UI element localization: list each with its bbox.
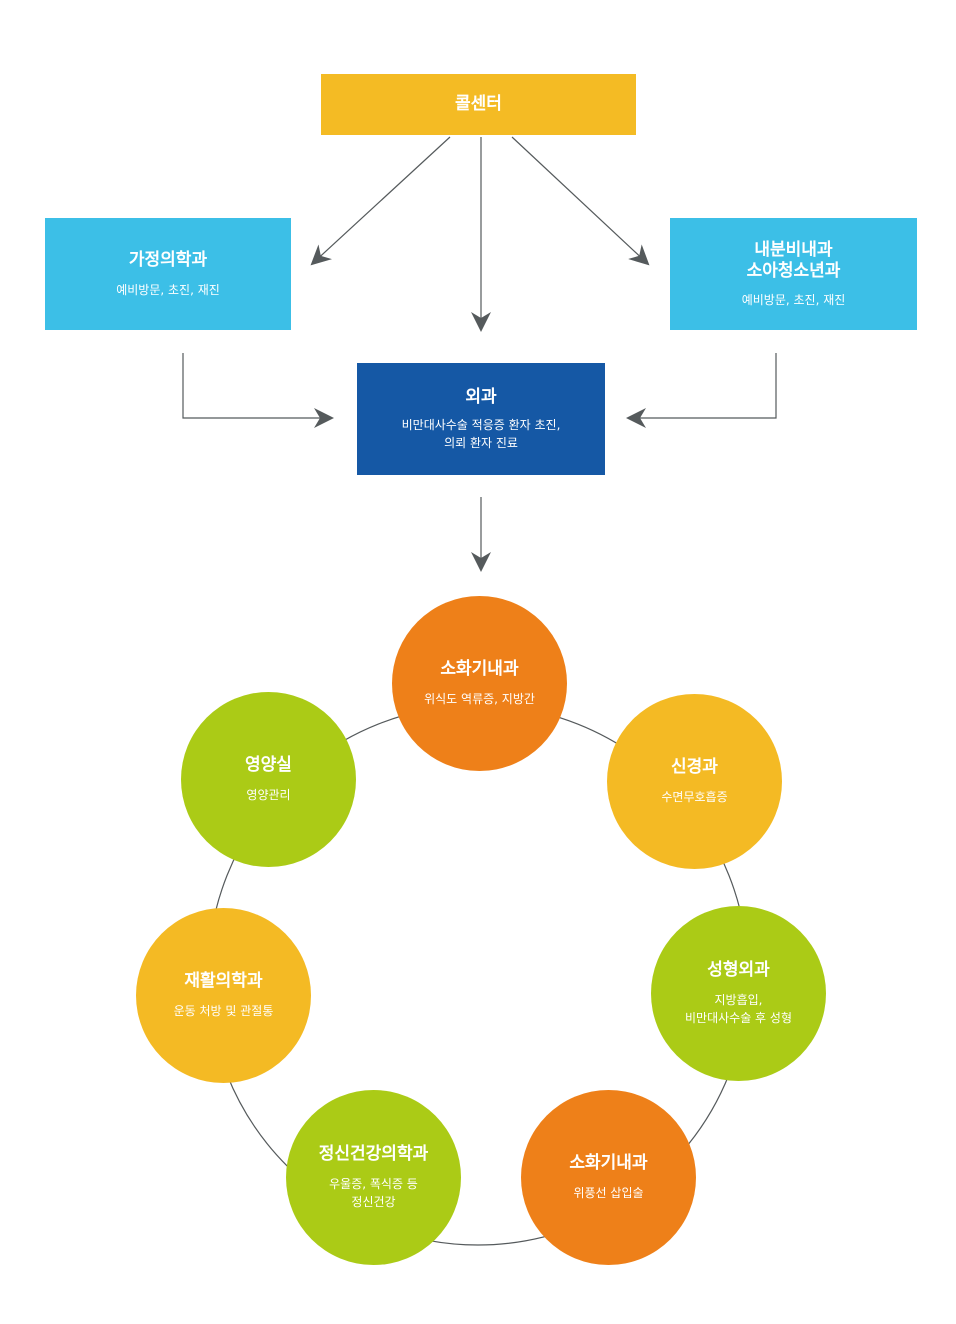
pediatrics-title: 소아청소년과 xyxy=(746,260,841,281)
cycle-node-services: 우울증, 폭식증 등 정신건강 xyxy=(329,1175,418,1211)
cycle-node-psychiatry: 정신건강의학과 우울증, 폭식증 등 정신건강 xyxy=(286,1090,461,1265)
surgery-box: 외과 비만대사수술 적응증 환자 초진, 의뢰 환자 진료 xyxy=(357,363,605,475)
family-medicine-title: 가정의학과 xyxy=(128,249,208,270)
arrow-callcenter-to-endo xyxy=(511,136,650,266)
cycle-node-services: 지방흡입, 비만대사수술 후 성형 xyxy=(685,991,792,1027)
cycle-node-services-line-2: 정신건강 xyxy=(351,1195,396,1209)
cycle-node-services: 운동 처방 및 관절통 xyxy=(174,1002,274,1020)
endocrinology-title: 내분비내과 xyxy=(754,239,833,260)
cycle-node-nutrition: 영양실 영양관리 xyxy=(181,692,356,867)
cycle-node-services-line-1: 영양관리 xyxy=(246,788,291,802)
surgery-services-line-2: 의뢰 환자 진료 xyxy=(444,435,518,450)
cycle-node-services-line-1: 운동 처방 및 관절통 xyxy=(173,1004,274,1018)
family-medicine-box: 가정의학과 예비방문, 초진, 재진 xyxy=(45,218,291,330)
cycle-node-neurology: 신경과 수면무호흡증 xyxy=(607,694,782,869)
cycle-node-services-line-1: 우울증, 폭식증 등 xyxy=(329,1177,418,1191)
cycle-node-services-line-1: 지방흡입, xyxy=(714,993,763,1007)
cycle-node-services: 위풍선 삽입술 xyxy=(573,1184,643,1202)
cycle-node-title: 소화기내과 xyxy=(440,659,519,679)
arrow-family-to-surgery xyxy=(182,353,334,428)
arrow-endo-to-surgery xyxy=(626,353,777,428)
cycle-node-services: 수면무호흡증 xyxy=(661,788,727,806)
callcenter-box: 콜센터 xyxy=(321,74,636,135)
cycle-node-services-line-1: 수면무호흡증 xyxy=(661,790,728,804)
cycle-node-title: 신경과 xyxy=(671,757,718,777)
cycle-node-gastroenterology-bottom: 소화기내과 위풍선 삽입술 xyxy=(521,1090,696,1265)
cycle-node-title: 성형외과 xyxy=(707,960,770,980)
arrow-callcenter-to-family xyxy=(310,136,451,266)
cycle-node-title: 영양실 xyxy=(245,755,292,775)
family-medicine-services: 예비방문, 초진, 재진 xyxy=(116,282,220,297)
cycle-node-services: 위식도 역류증, 지방간 xyxy=(424,690,535,708)
cycle-node-rehabilitation: 재활의학과 운동 처방 및 관절통 xyxy=(136,908,311,1083)
surgery-services: 비만대사수술 적응증 환자 초진, 의뢰 환자 진료 xyxy=(402,416,561,452)
cycle-node-services-line-1: 위풍선 삽입술 xyxy=(573,1186,644,1200)
cycle-node-title: 정신건강의학과 xyxy=(318,1144,429,1164)
cycle-node-title: 재활의학과 xyxy=(184,971,263,991)
cycle-node-title: 소화기내과 xyxy=(569,1153,648,1173)
callcenter-title: 콜센터 xyxy=(455,94,502,114)
cycle-node-plastic-surgery: 성형외과 지방흡입, 비만대사수술 후 성형 xyxy=(651,906,826,1081)
cycle-node-services-line-2: 비만대사수술 후 성형 xyxy=(685,1011,792,1025)
endocrinology-services: 예비방문, 초진, 재진 xyxy=(741,292,846,307)
surgery-services-line-1: 비만대사수술 적응증 환자 초진, xyxy=(401,417,561,432)
cycle-node-services: 영양관리 xyxy=(246,786,290,804)
endocrinology-pediatrics-box: 내분비내과 소아청소년과 예비방문, 초진, 재진 xyxy=(670,218,917,330)
surgery-title: 외과 xyxy=(465,386,497,407)
cycle-node-gastroenterology-top: 소화기내과 위식도 역류증, 지방간 xyxy=(392,596,567,771)
cycle-node-services-line-1: 위식도 역류증, 지방간 xyxy=(424,692,535,706)
